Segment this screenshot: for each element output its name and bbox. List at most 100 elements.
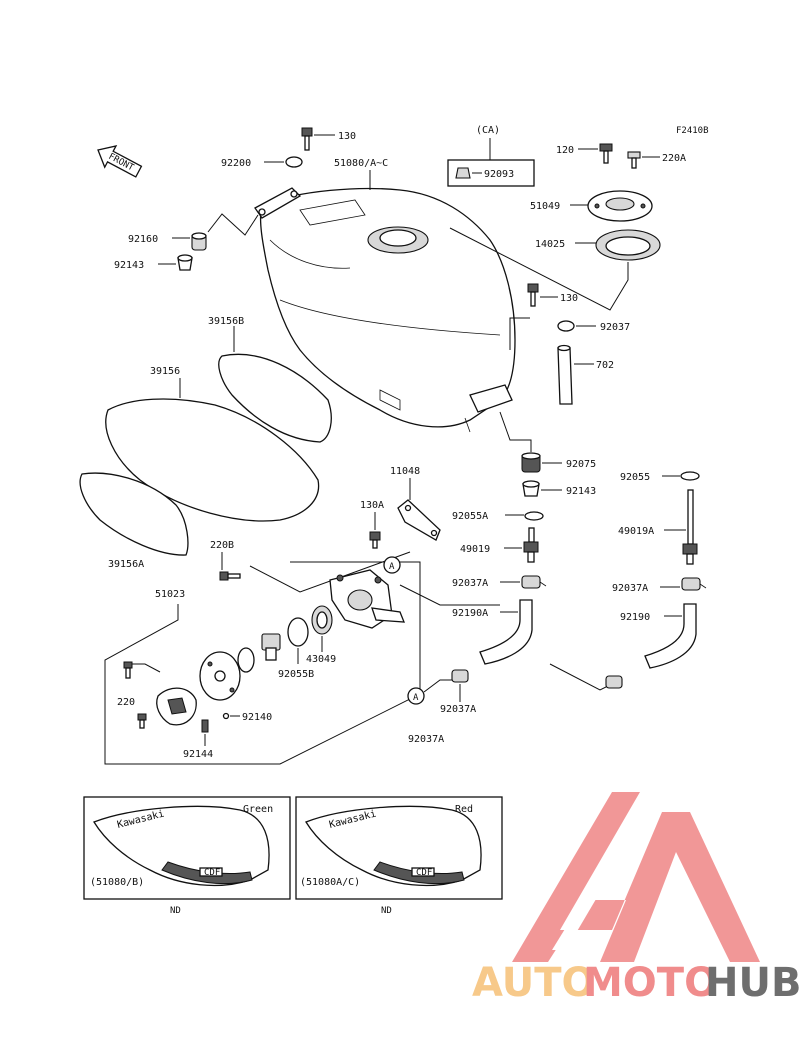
variant-green-color: Green	[243, 804, 273, 815]
variant-green-note: ND	[170, 906, 181, 916]
bolt-130A	[369, 531, 381, 549]
collar-92143-right	[522, 480, 540, 497]
screw-120	[599, 143, 613, 164]
spring-92140	[222, 712, 230, 720]
label-51080: 51080/A~C	[334, 158, 388, 169]
variant-red-badge: CDF	[416, 868, 432, 878]
screw-220-upper	[123, 661, 133, 679]
label-220: 220	[117, 697, 135, 708]
bolt-130-top	[301, 127, 313, 151]
label-92037A-2: 92037A	[612, 583, 648, 594]
grommet-92075	[521, 452, 541, 473]
label-92144: 92144	[183, 749, 213, 760]
label-130A: 130A	[360, 500, 384, 511]
screw-220B	[219, 571, 241, 581]
label-92093: 92093	[484, 169, 514, 180]
label-92140: 92140	[242, 712, 272, 723]
label-92037: 92037	[600, 322, 630, 333]
cap-92093	[455, 167, 471, 179]
label-11048: 11048	[390, 466, 420, 477]
fuel-cock-body	[329, 569, 405, 629]
variant-green-badge: CDF	[204, 868, 220, 878]
ref-a-bottom: A	[413, 693, 419, 703]
screw-220A	[627, 151, 641, 169]
fuel-tank	[259, 187, 516, 433]
gasket-14025	[595, 229, 661, 261]
label-92200: 92200	[221, 158, 251, 169]
clip-92037A-3	[451, 669, 469, 683]
label-92055B: 92055B	[278, 669, 314, 680]
spring-92144	[201, 719, 209, 733]
bolt-130-right	[527, 283, 539, 307]
label-43049: 43049	[306, 654, 336, 665]
filler-cap-51049	[587, 190, 653, 222]
label-92055: 92055	[620, 472, 650, 483]
label-220A: 220A	[662, 153, 686, 164]
front-arrow-icon	[97, 145, 143, 178]
label-120: 120	[556, 145, 574, 156]
label-51023: 51023	[155, 589, 185, 600]
label-92075: 92075	[566, 459, 596, 470]
washer-92200	[285, 156, 303, 168]
ref-circle-a-bottom	[407, 687, 425, 705]
oring-92055B	[287, 617, 309, 647]
screw-220-lower	[137, 713, 147, 729]
label-39156B: 39156B	[208, 316, 244, 327]
hose-92190	[644, 603, 697, 669]
variant-box-red: CDF Kawasaki Red (51080A/C)	[295, 796, 503, 900]
label-92037A-1: 92037A	[452, 578, 488, 589]
oring-lever	[237, 647, 255, 673]
watermark-logo-icon	[512, 792, 760, 962]
label-39156A: 39156A	[108, 559, 144, 570]
label-49019A: 49019A	[618, 526, 654, 537]
variant-red-note: ND	[381, 906, 392, 916]
label-220B: 220B	[210, 540, 234, 551]
pad-39156B	[218, 353, 332, 443]
variant-green-code: (51080/B)	[90, 877, 144, 888]
clip-92037A-2	[681, 577, 707, 591]
watermark-moto: MOTO	[583, 960, 718, 1006]
clip-92037A-1	[521, 575, 547, 589]
oring-92055A	[524, 511, 544, 521]
variant-box-green: CDF Kawasaki Green (51080/B)	[83, 796, 291, 900]
label-92190: 92190	[620, 612, 650, 623]
oring-92055	[680, 471, 700, 481]
ref-circle-a-top	[383, 556, 401, 574]
label-92143-left: 92143	[114, 260, 144, 271]
label-14025: 14025	[535, 239, 565, 250]
label-92037A-3: 92037A	[440, 704, 476, 715]
figure-code: F2410B	[676, 126, 709, 136]
ca-box	[447, 159, 535, 187]
gasket-43049	[311, 605, 333, 635]
clip-92190-end	[605, 675, 623, 689]
hose-702	[557, 344, 573, 405]
grommet-92160	[191, 232, 207, 251]
pipe-49019	[523, 527, 539, 563]
valve-spool	[261, 633, 281, 661]
variant-red-code: (51080A/C)	[300, 877, 360, 888]
pipe-49019A	[682, 489, 698, 565]
ref-a-top: A	[389, 562, 395, 572]
clip-92037	[557, 320, 575, 332]
label-130-top: 130	[338, 131, 356, 142]
pad-39156A	[79, 472, 189, 556]
label-39156: 39156	[150, 366, 180, 377]
lever-plate	[199, 651, 241, 701]
label-92055A: 92055A	[452, 511, 488, 522]
pad-39156	[105, 398, 320, 522]
label-130-right: 130	[560, 293, 578, 304]
hose-92190A	[479, 599, 533, 665]
label-702: 702	[596, 360, 614, 371]
variant-red-color: Red	[455, 804, 473, 815]
collar-92143-left	[177, 254, 193, 271]
label-92190A: 92190A	[452, 608, 488, 619]
watermark-auto: AUTO	[472, 960, 596, 1006]
label-51049: 51049	[530, 201, 560, 212]
label-92160: 92160	[128, 234, 158, 245]
label-49019: 49019	[460, 544, 490, 555]
label-92037A-4: 92037A	[408, 734, 444, 745]
ca-label: (CA)	[476, 125, 500, 136]
watermark-hub: HUB	[705, 960, 800, 1006]
label-92143-right: 92143	[566, 486, 596, 497]
